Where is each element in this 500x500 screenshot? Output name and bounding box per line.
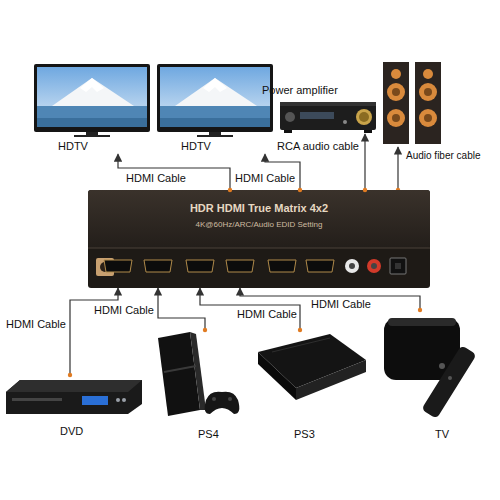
matrix-housing: [88, 190, 430, 288]
cable-label: HDMI Cable: [234, 172, 296, 185]
cable-line: [158, 288, 205, 330]
node-label: TV: [435, 428, 449, 441]
cable-end-dot: [68, 373, 72, 377]
cable-end-dot: [418, 308, 422, 312]
hdtv-display: HDTV: [157, 64, 273, 154]
media-box: TV: [375, 310, 495, 442]
node-label: HDR HDMI True Matrix 4x2: [88, 202, 430, 215]
cable-line: [118, 154, 230, 190]
cable-line: [200, 288, 300, 330]
node-label: DVD: [60, 425, 83, 438]
dvd-player: DVD: [4, 375, 144, 443]
ps4-console: PS4: [150, 330, 245, 442]
matrix-switch: HDR HDMI True Matrix 4x2 4K@60Hz/ARC/Audi…: [88, 190, 430, 288]
cable-end-dot: [228, 188, 232, 192]
cable-connector: [363, 134, 367, 192]
cable-connector: [68, 288, 118, 377]
cable-end-dot: [298, 188, 302, 192]
cable-label: HDMI Cable: [93, 304, 155, 317]
cable-label: HDMI Cable: [236, 308, 298, 321]
cable-end-dot: [363, 188, 367, 192]
hdtv-picture: [34, 64, 150, 137]
cable-connector: [118, 154, 232, 192]
speaker-picture: [383, 62, 441, 144]
node-label: Power amplifier: [262, 84, 338, 97]
node-label: HDTV: [58, 140, 88, 153]
cable-label: Audio fiber cable: [405, 150, 482, 162]
ps3-console: PS3: [252, 330, 370, 442]
node-subtitle: 4K@60Hz/ARC/Audio EDID Setting: [88, 220, 430, 230]
cable-line: [70, 288, 118, 375]
ps4-picture: [158, 332, 239, 416]
cable-label: RCA audio cable: [276, 140, 360, 153]
hdtv-picture: [157, 64, 273, 137]
dvd-player-picture: [6, 380, 142, 414]
hdtv-display: HDTV: [34, 64, 150, 154]
cable-label: HDMI Cable: [125, 172, 187, 185]
node-label: HDTV: [181, 140, 211, 153]
ps3-picture: [258, 334, 366, 400]
cable-connector: [200, 288, 302, 332]
amplifier-picture: [280, 102, 376, 133]
cable-label: HDMI Cable: [310, 298, 372, 311]
node-label: PS3: [294, 428, 315, 441]
cable-end-dot: [203, 328, 207, 332]
power-amplifier: Power amplifier: [262, 82, 380, 134]
fiber-wire: [396, 147, 400, 192]
cable-label: HDMI Cable: [5, 318, 67, 331]
node-label: PS4: [198, 428, 219, 441]
cable-end-dot: [298, 328, 302, 332]
media-box-picture: [384, 318, 477, 419]
cable-line: [364, 134, 365, 190]
